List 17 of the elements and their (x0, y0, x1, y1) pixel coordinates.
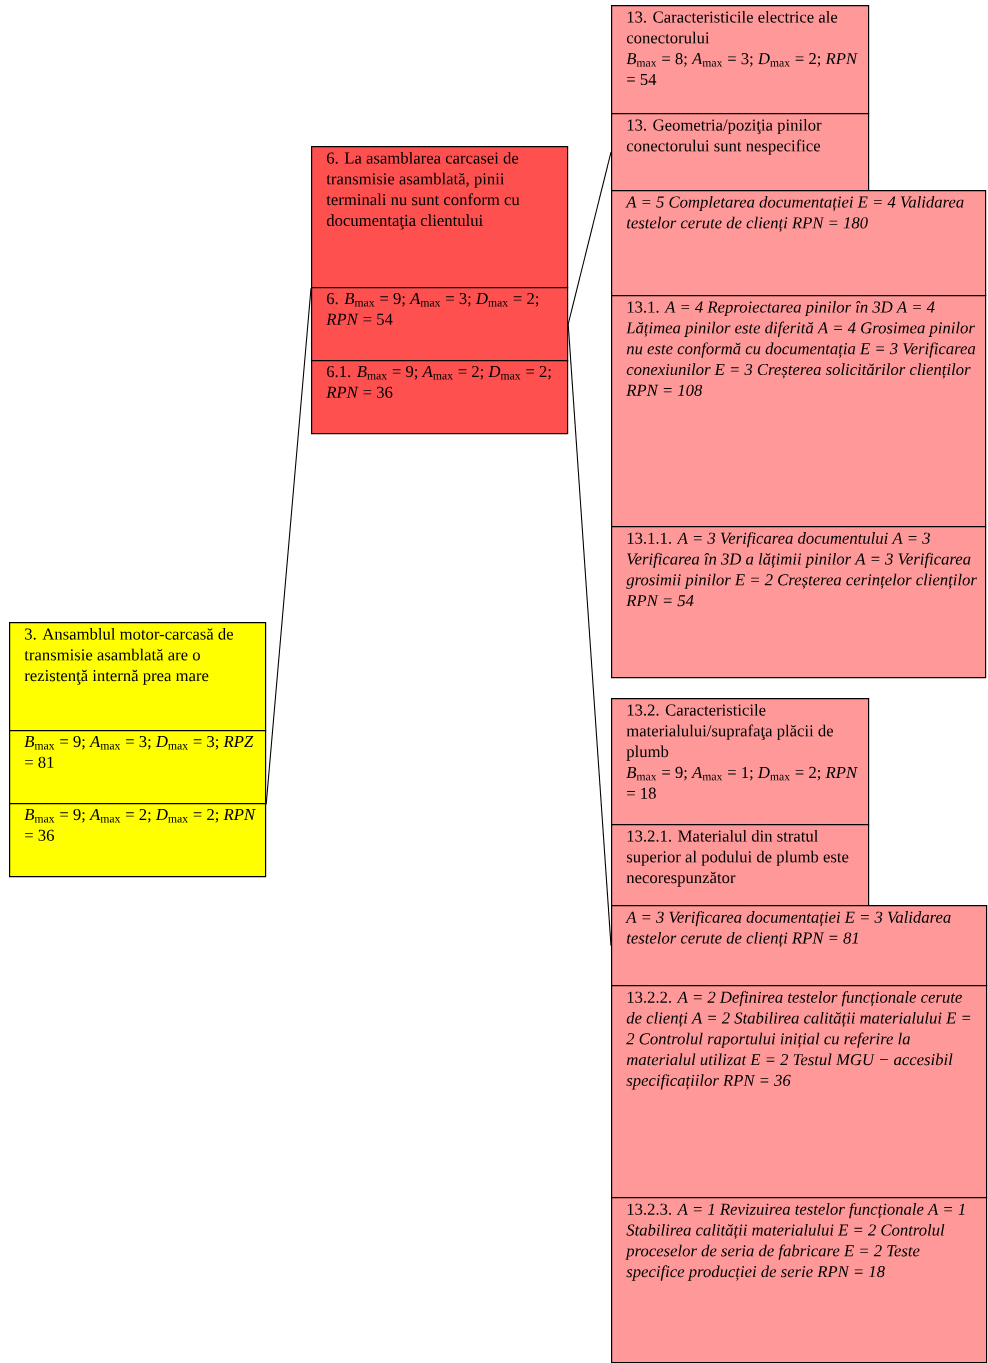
text-box: A = 5 Completarea documentației E = 4 Validarea testelor cerute de clienți RPN = 180 (611, 190, 987, 297)
text-box: 13. Geometria/poziţia pinilor conectorului sunt nespecifice (611, 113, 870, 192)
text-box: 13. Caracteristicile electrice ale conectorului B$_{max}$ = 8; A$_{max}$ = 3; D$_{max}$ = 2; RPN = 54 (611, 5, 870, 115)
connector-line (567, 151, 612, 325)
text-box: 3. Ansamblul motor-carcasă de transmisie asamblată are o rezistenţă internă prea mare (9, 622, 267, 732)
text-box: B$_{max}$ = 9; A$_{max}$ = 2; D$_{max}$ = 2; RPN = 36 (9, 803, 267, 878)
text-box: 13.2.3. A = 1 Revizuirea testelor funcționale A = 1 Stabilirea calității materialului E = 2 Controlul proceselor de seria de fabricare E = 2 Teste specifice producției de serie RPN = 18 (611, 1197, 988, 1363)
text-box: 13.2. Caracteristicile materialului/suprafaţa plăcii de plumb B$_{max}$ = 9; A$_{max}$ = 1; D$_{max}$ = 2; RPN = 18 (611, 698, 870, 826)
text-box: 13.1.1. A = 3 Verificarea documentului A = 3 Verificarea în 3D a lățimii pinilor A = 3 Verificarea grosimii pinilor E = 2 Creșterea cerințelor clienților RPN = 54 (611, 526, 987, 679)
connector-line (567, 323, 612, 947)
text-box: 6. La asamblarea carcasei de transmisie asamblată, pinii terminali nu sunt conform cu documentaţia clientului (311, 146, 569, 289)
connector-line (265, 287, 312, 805)
text-box: 6.1. B$_{max}$ = 9; A$_{max}$ = 2; D$_{max}$ = 2; RPN = 36 (311, 360, 569, 435)
text-box: 6. B$_{max}$ = 9; A$_{max}$ = 3; D$_{max}$ = 2; RPN = 54 (311, 287, 569, 362)
text-box: A = 3 Verificarea documentației E = 3 Validarea testelor cerute de clienți RPN = 81 (611, 905, 988, 987)
text-box: 13.2.1. Materialul din stratul superior al podului de plumb este necorespunzător (611, 824, 870, 907)
text-box: B$_{max}$ = 9; A$_{max}$ = 3; D$_{max}$ = 3; RPZ = 81 (9, 730, 267, 805)
